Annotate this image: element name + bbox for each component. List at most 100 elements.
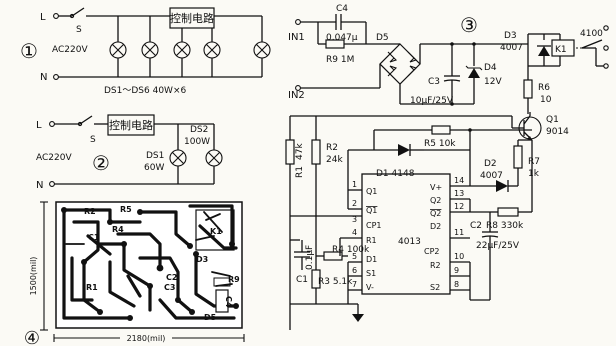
diagram-1-control-label: 控制电路 xyxy=(170,11,214,25)
c1-label: C1 xyxy=(296,275,308,285)
c1-value: 0.1μF xyxy=(305,245,315,270)
in1-label: IN1 xyxy=(288,32,305,43)
pin-number-12: 12 xyxy=(454,202,464,211)
pin-number-11: 11 xyxy=(454,228,464,237)
pin-number-9: 9 xyxy=(454,266,459,275)
r3-label: R3 5.1k xyxy=(318,277,353,287)
pin-number-4: 4 xyxy=(352,228,357,237)
diagram-4-pcb-layout: 1500(mil) 2180(mil) ④ xyxy=(24,201,245,346)
diagram-2-ds2-power: 100W xyxy=(184,137,210,147)
r7-label: R7 xyxy=(528,157,540,167)
pin-number-3: 3 xyxy=(352,215,357,224)
lamp-icon xyxy=(109,41,127,59)
lamp-icon xyxy=(173,41,191,59)
diagram-2-voltage: AC220V xyxy=(36,153,72,163)
c3-label: C3 xyxy=(428,77,440,87)
ic-pin-vplus: V+ xyxy=(430,183,442,192)
in2-label: IN2 xyxy=(288,90,305,101)
pcb-traces xyxy=(62,204,238,320)
lamp-icon xyxy=(205,149,223,167)
d5-label: D5 xyxy=(376,33,389,43)
r2-label: R2 xyxy=(326,143,338,153)
diagram-1-number: ① xyxy=(20,39,38,63)
q1-value: 9014 xyxy=(546,127,569,137)
diagram-2-ds2-label: DS2 xyxy=(190,125,208,135)
d4-value: 12V xyxy=(484,77,502,87)
c4-label: C4 xyxy=(336,4,348,14)
diagram-1-l-terminal xyxy=(53,13,59,19)
pin-number-8: 8 xyxy=(454,280,459,289)
pcb-label-c4: C4 xyxy=(224,296,233,308)
d3-label: D3 xyxy=(504,31,517,41)
lamp-icon xyxy=(203,41,221,59)
pcb-label-c3: C3 xyxy=(164,283,175,292)
q1-label: Q1 xyxy=(546,115,559,125)
pcb-relay-outline xyxy=(195,209,235,251)
diagram-1-voltage: AC220V xyxy=(52,45,88,55)
k1-label: K1 xyxy=(555,45,567,55)
r8-label: R8 330k xyxy=(486,221,524,231)
diagram-2-ds1-power: 60W xyxy=(144,163,164,173)
pin-number-1: 1 xyxy=(352,180,357,189)
d3-value: 4007 xyxy=(500,43,523,53)
r6-value: 10 xyxy=(540,95,552,105)
r5-label: R5 10k xyxy=(424,139,456,149)
pcb-label-r9: R9 xyxy=(228,275,240,284)
c2-value: 22μF/25V xyxy=(476,241,520,251)
r7-value: 1k xyxy=(528,169,540,179)
pcb-label-r5: R5 xyxy=(120,205,132,214)
ic-pin-s1: S1 xyxy=(366,269,376,278)
r9-label: R9 1M xyxy=(326,55,354,65)
pin-number-6: 6 xyxy=(352,266,357,275)
diagram-2-switch xyxy=(79,115,93,125)
ic-pin-q1: Q1 xyxy=(366,187,377,196)
diagram-1-n-terminal xyxy=(53,74,59,80)
d2-label: D2 xyxy=(484,159,497,169)
diagram-2-two-lamps: ② L N AC220V S 控制电路 DS1 60W DS2 100W xyxy=(36,114,223,191)
ic-label: 4013 xyxy=(398,237,421,247)
pcb-label-d5: D5 xyxy=(204,313,217,322)
pcb-label-c2: C2 xyxy=(166,273,177,282)
diagram-2-number: ② xyxy=(92,151,110,175)
pcb-label-k1: K1 xyxy=(210,227,222,236)
pin-number-2: 2 xyxy=(352,199,357,208)
ic-4013 xyxy=(361,173,451,295)
diagram-1-parallel-lamps: ① L N AC220V S 控制电路 DS1～DS6 40W×6 xyxy=(20,7,271,96)
ic-pin-d2: D2 xyxy=(430,222,441,231)
c4-value: 0.047μ xyxy=(326,33,358,43)
lamp-icon xyxy=(141,41,159,59)
pcb-pads xyxy=(61,207,239,321)
diagram-4-height-label: 1500(mil) xyxy=(29,257,38,296)
r1-value: 47k xyxy=(295,143,305,160)
bridge-rectifier xyxy=(379,43,421,85)
diagram-1-lamps-label: DS1～DS6 40W×6 xyxy=(104,86,186,96)
ic-pin-cp2: CP2 xyxy=(424,247,440,256)
diagram-2-control-box xyxy=(107,114,155,136)
diagram-3-number: ③ xyxy=(460,13,478,37)
d4-label: D4 xyxy=(484,63,497,73)
c2-label: C2 xyxy=(470,221,482,231)
pcb-label-r4: R4 xyxy=(112,225,124,234)
r2-value: 24k xyxy=(326,155,343,165)
ic-pin-r1: R1 xyxy=(366,236,377,245)
relay-coil xyxy=(551,39,575,57)
lamp-icon xyxy=(169,149,187,167)
ic-pin-q2: Q2 xyxy=(430,196,441,205)
pin-number-5: 5 xyxy=(352,252,357,261)
diagram-4-number: ④ xyxy=(24,328,40,346)
diagram-2-ds1-label: DS1 xyxy=(146,151,164,161)
pcb-label-r2: R2 xyxy=(84,207,96,216)
pin-number-13: 13 xyxy=(454,189,464,198)
r1-label: R1 xyxy=(295,166,305,178)
ic-pin-q1b: Q1 xyxy=(366,206,377,215)
relay-value: 4100 xyxy=(580,29,603,39)
diagram-2-l-label: L xyxy=(36,120,42,131)
ic-pin-s2: S2 xyxy=(430,283,440,292)
ic-pin-cp1: CP1 xyxy=(366,221,382,230)
diagram-2-switch-label: S xyxy=(90,135,96,145)
diagram-2-n-label: N xyxy=(36,180,43,191)
pcb-label-d3: D3 xyxy=(196,255,208,264)
r6-label: R6 xyxy=(538,83,550,93)
pcb-label-c1: C1 xyxy=(88,233,100,242)
diagram-1-l-label: L xyxy=(40,12,46,23)
